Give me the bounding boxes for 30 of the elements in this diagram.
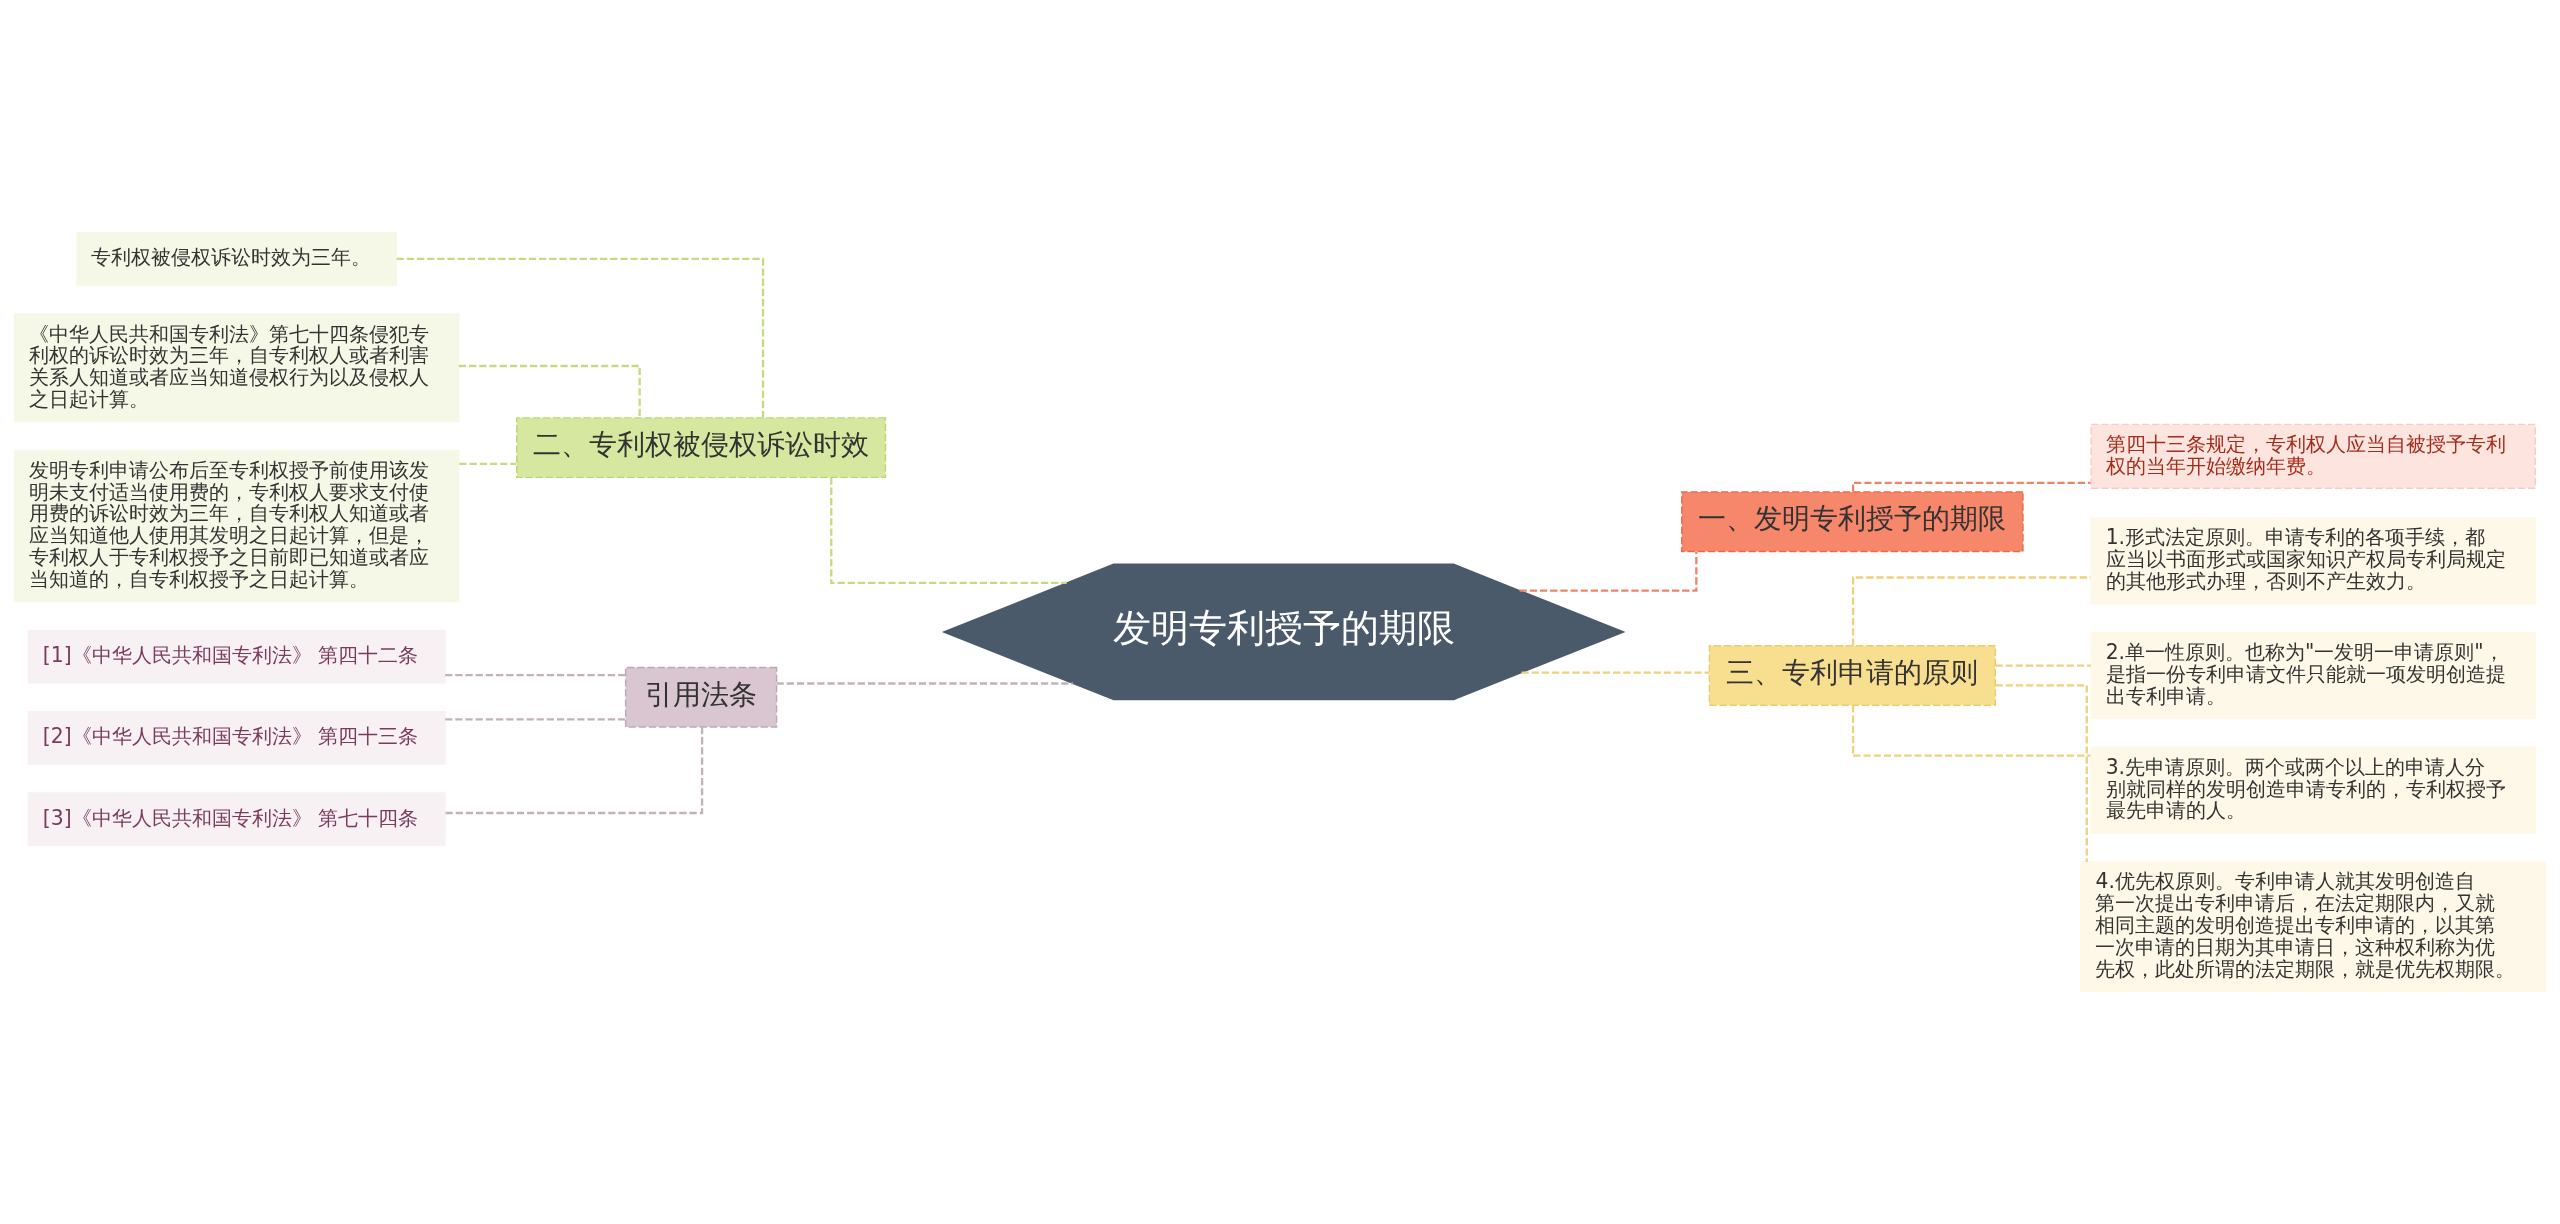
node-box: [1]《中华人民共和国专利法》 第四十二条 (27, 629, 446, 684)
connector (1851, 481, 2091, 492)
node-box: 3.先申请原则。两个或两个以上的申请人分别就同样的发明创造申请专利的，专利权授予最先申请的人。 (2090, 746, 2536, 834)
connector (445, 674, 626, 677)
node-box: 一、发明专利授予的期限 (1681, 491, 2024, 553)
node-box: 《中华人民共和国专利法》第七十四条侵犯专利权的诉讼时效为三年，自专利权人或者利害关系人知道或者应当知道侵权行为以及侵权人之日起计算。 (13, 313, 460, 423)
node-box: 1.形式法定原则。申请专利的各项手续，都应当以书面形式或国家知识产权局专利局规定的其他形式办理，否则不产生效力。 (2090, 517, 2536, 605)
connector (830, 477, 1067, 585)
node-box: [3]《中华人民共和国专利法》 第七十四条 (27, 792, 446, 847)
node-box: 第四十三条规定，专利权人应当自被授予专利权的当年开始缴纳年费。 (2090, 423, 2536, 489)
node-box: 专利权被侵权诉讼时效为三年。 (76, 232, 398, 286)
connector (458, 364, 641, 418)
node-box: 引用法条 (624, 666, 778, 728)
connector (1995, 684, 2088, 862)
node-box: 2.单一性原则。也称为"一发明一申请原则"，是指一份专利申请文件只能就一项发明创造提出专利申请。 (2090, 631, 2536, 720)
connector (1519, 551, 1698, 592)
connector (1521, 671, 1710, 674)
connector (396, 257, 765, 418)
connector (776, 682, 1073, 685)
connector (1995, 664, 2091, 667)
node-box: 4.优先权原则。专利申请人就其发明创造自第一次提出专利申请后，在法定期限内，又就相同主题的发明创造提出专利申请的，以其第一次申请的日期为其申请日，这种权利称为优先权，此处所谓的法定期限，就是优先权期限。 (2080, 861, 2547, 992)
connector (1851, 705, 2091, 757)
node-box: 三、专利申请的原则 (1708, 645, 1997, 706)
connector (445, 718, 626, 721)
connector (445, 727, 704, 815)
node-box: 二、专利权被侵权诉讼时效 (516, 417, 887, 479)
node-box: 发明专利申请公布后至专利权授予前使用该发明未支付适当使用费的，专利权人要求支付使用费的诉讼时效为三年，自专利权人知道或者应当知道他人使用其发明之日起计算，但是，专利权人于专利权授予之日前即已知道或者应当知道的，自专利权授予之日起计算。 (13, 449, 460, 603)
connector (459, 462, 517, 466)
node-box: [2]《中华人民共和国专利法》 第四十三条 (27, 711, 446, 765)
connector (1851, 576, 2091, 646)
